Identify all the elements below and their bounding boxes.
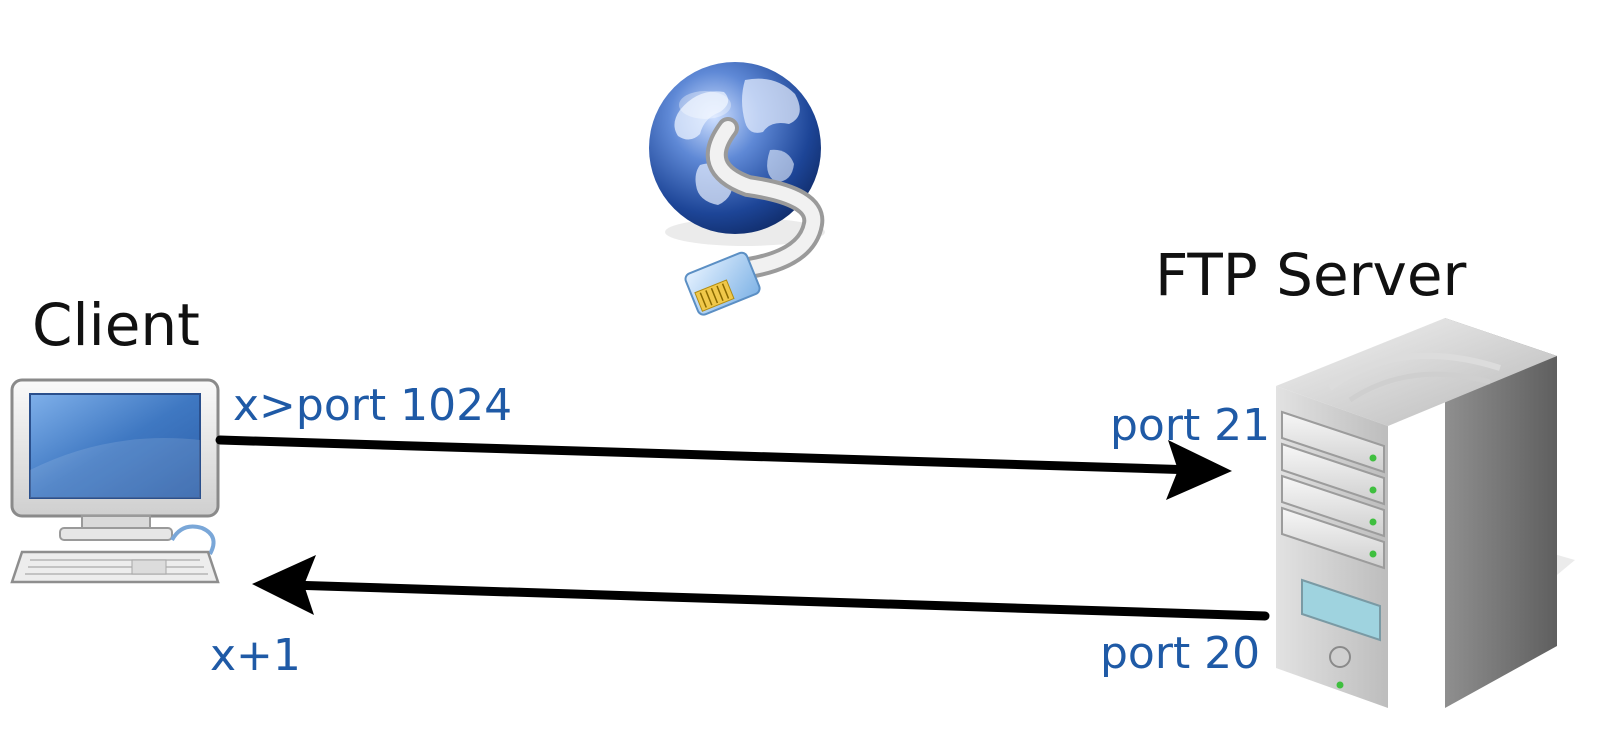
arrow-client-to-server: [215, 435, 1232, 500]
server-data-port-label: port 20: [1100, 628, 1260, 679]
server-label: FTP Server: [1155, 241, 1467, 309]
arrow-server-to-client: [252, 555, 1270, 621]
client-outgoing-port-label: x>port 1024: [233, 380, 512, 431]
desktop-computer-icon: [10, 378, 220, 584]
globe-network-cable-icon: [649, 62, 825, 316]
server-command-port-label: port 21: [1110, 400, 1270, 451]
client-label: Client: [32, 291, 200, 359]
client-data-port-label: x+1: [210, 630, 301, 681]
server-tower-icon: [1276, 318, 1575, 708]
